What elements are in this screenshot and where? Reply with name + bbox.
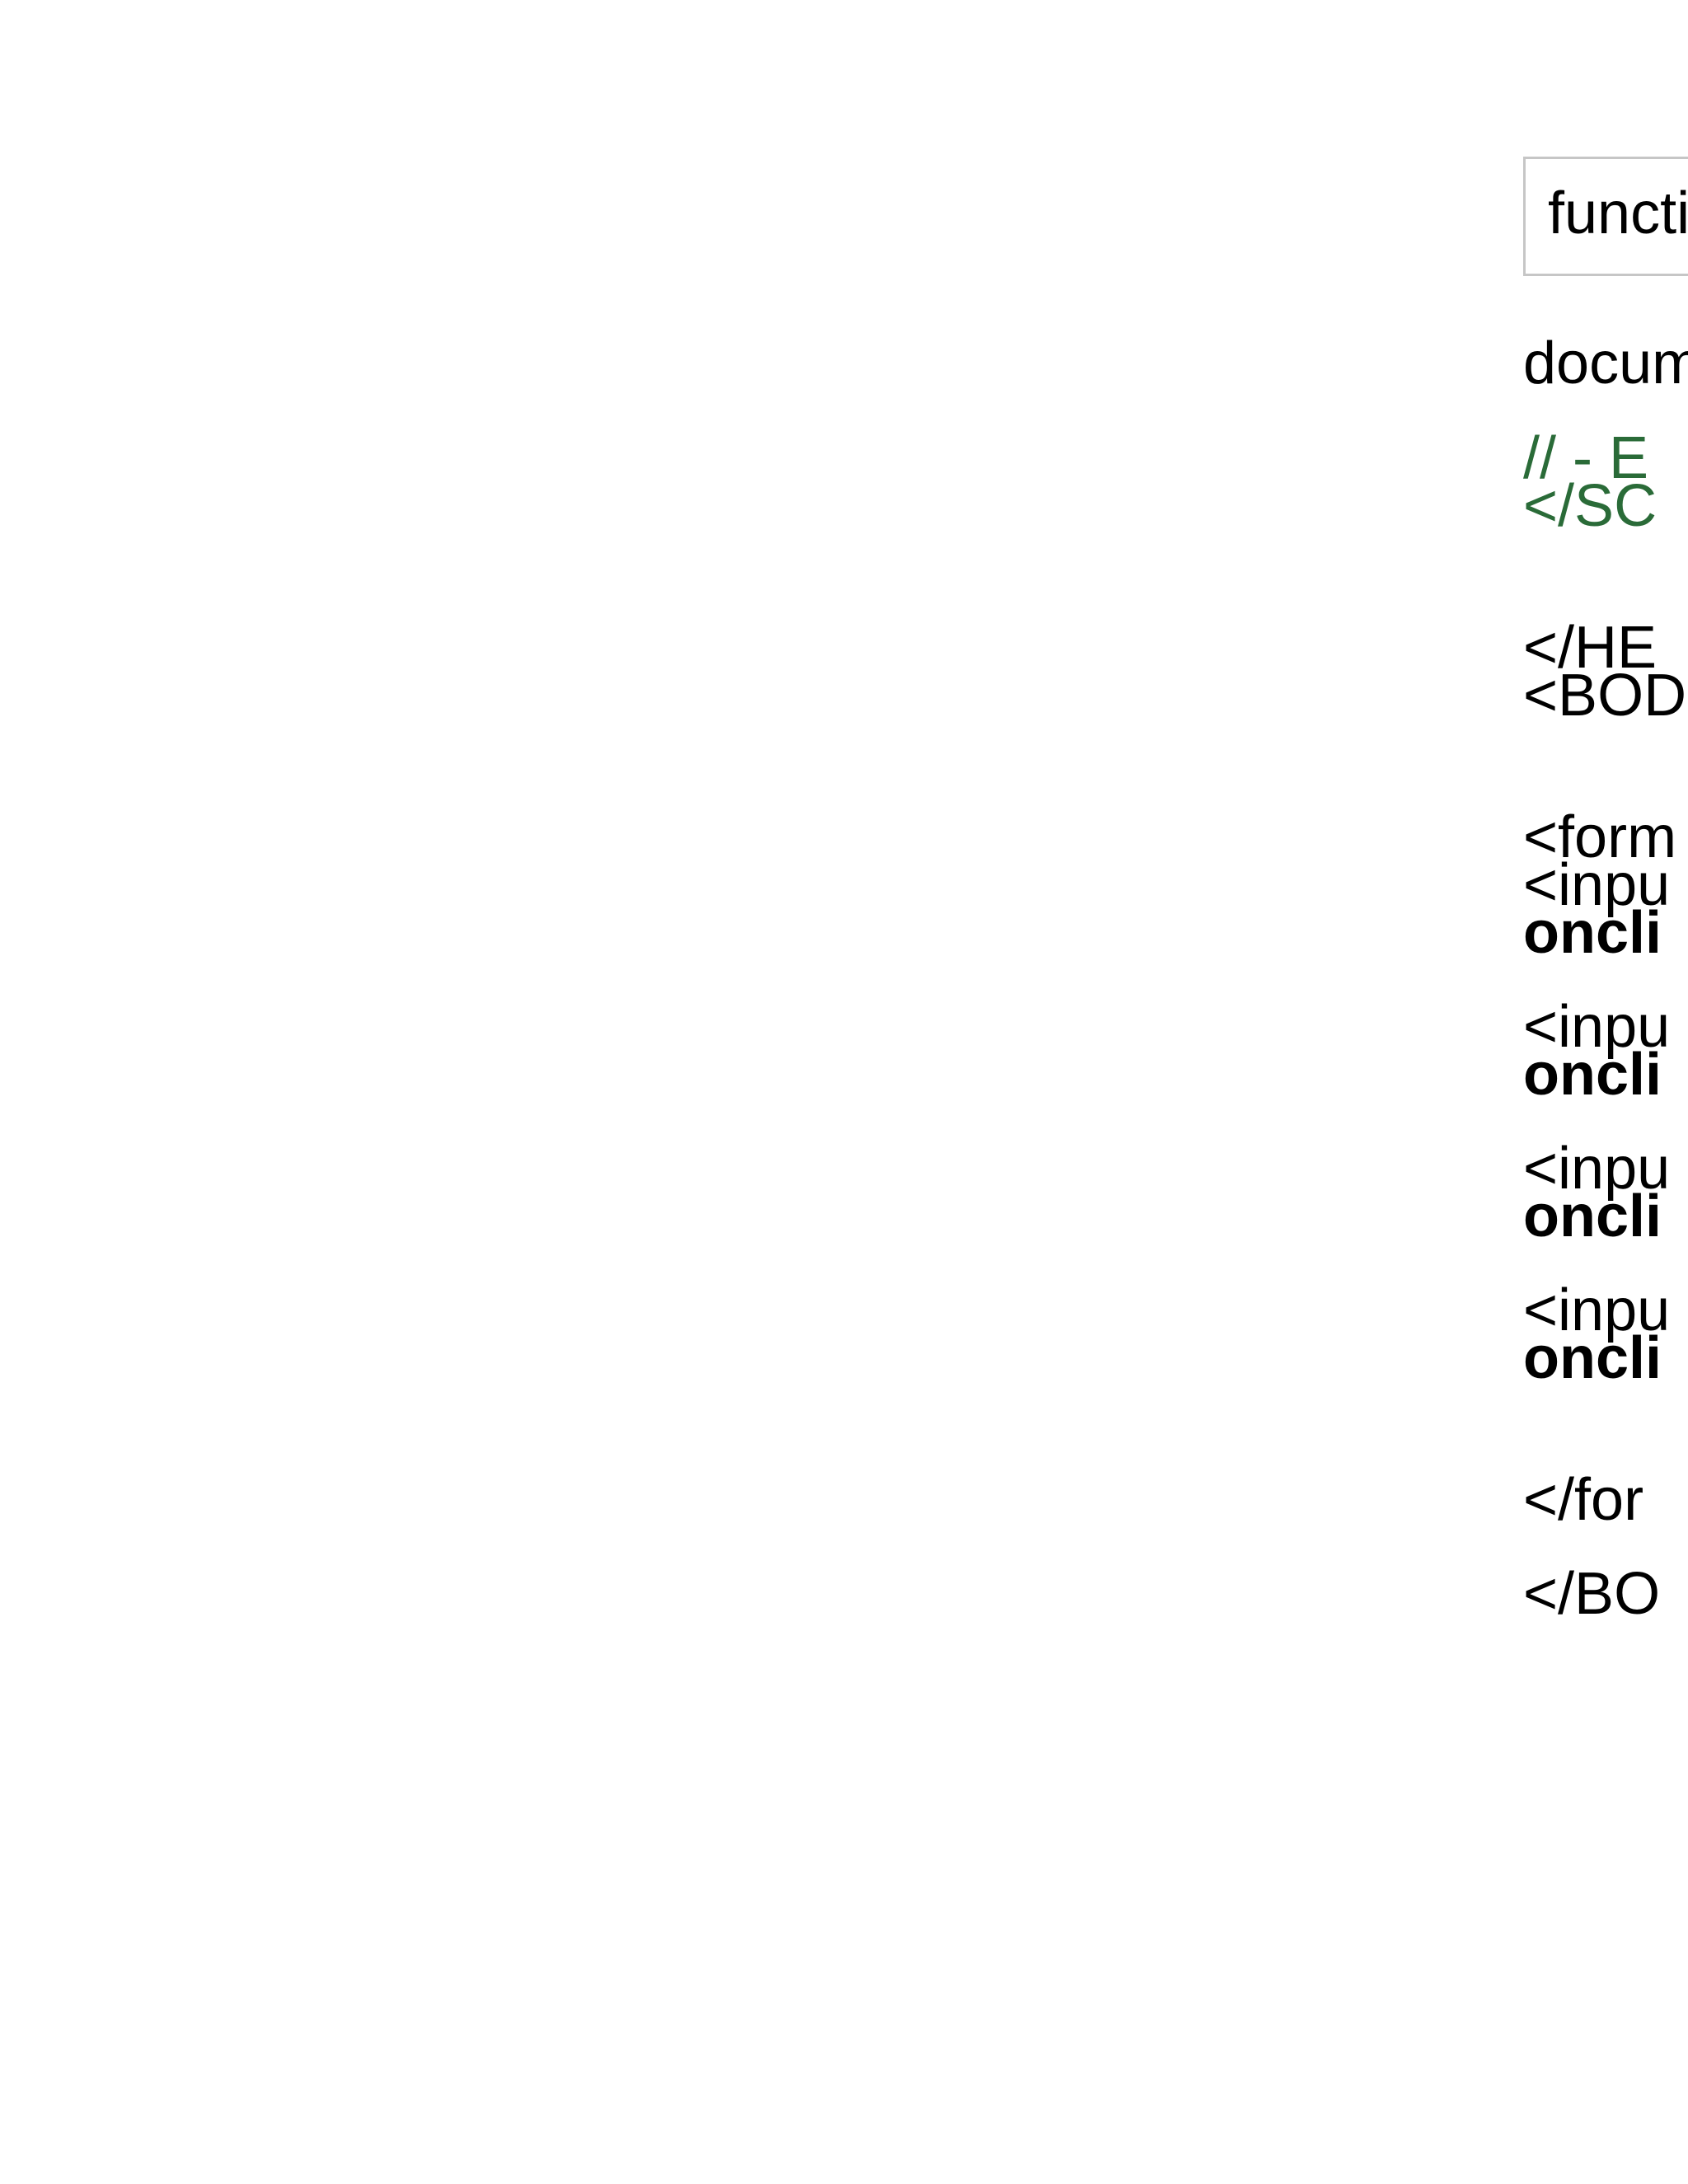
code-line: <inpu — [1523, 1277, 1671, 1343]
code-line: </SC — [1523, 473, 1658, 539]
code-line: <inpu — [1523, 994, 1671, 1060]
code-line: document — [1523, 330, 1688, 396]
function-code-box: function — [1523, 157, 1688, 276]
code-line: <BOD — [1523, 663, 1687, 729]
code-line: oncli — [1523, 1183, 1662, 1249]
code-line: <inpu — [1523, 1136, 1671, 1202]
code-line: oncli — [1523, 1042, 1662, 1108]
code-line: <inpu — [1523, 852, 1671, 918]
code-line: </BO — [1523, 1561, 1661, 1627]
code-line-function: function — [1548, 180, 1688, 246]
code-line: </HE — [1523, 615, 1658, 681]
code-line: oncli — [1523, 900, 1662, 966]
code-line: <form — [1523, 804, 1677, 870]
code-listing: function document // - E</SC </HE<BOD <form… — [1507, 0, 1688, 2184]
code-line: </for — [1523, 1467, 1644, 1533]
code-line: oncli — [1523, 1325, 1662, 1391]
code-line: // - E — [1523, 425, 1649, 491]
